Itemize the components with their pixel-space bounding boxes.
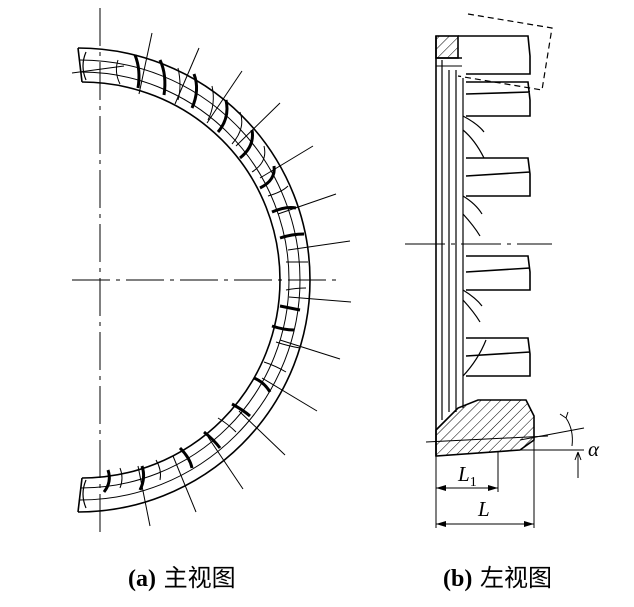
- top-section-hatch: [435, 35, 459, 59]
- caption-side-view: (b) 左视图: [443, 560, 552, 596]
- ring-end-top: [77, 47, 83, 83]
- caption-b-tag: (b): [443, 566, 473, 592]
- ring-end-bottom: [77, 477, 83, 513]
- phantom-tooth: [457, 13, 553, 91]
- label-L1: L1: [457, 462, 477, 490]
- teeth-profile: [458, 35, 531, 377]
- alpha-arc: [565, 417, 573, 447]
- label-alpha: α: [588, 437, 600, 461]
- caption-a-tag: (a): [128, 566, 156, 592]
- label-L: L: [477, 497, 490, 521]
- side-view: [405, 13, 585, 528]
- bottom-end-chamfer: [82, 479, 87, 509]
- tooth-radial-lines: [71, 32, 352, 527]
- caption-b-text: 左视图: [479, 564, 552, 592]
- caption-front-view: (a) 主视图: [128, 560, 236, 596]
- caption-a-text: 主视图: [163, 564, 236, 592]
- tooth-edges: [102, 54, 305, 493]
- bottom-section-hatch: [435, 399, 535, 457]
- alpha-slope-line: [519, 427, 585, 441]
- tooth-face-lines: [115, 59, 308, 489]
- ring-outer-arc: [77, 47, 311, 513]
- top-end-chamfer: [82, 51, 87, 81]
- front-view: [71, 8, 352, 535]
- ring-inner-arc: [81, 81, 281, 479]
